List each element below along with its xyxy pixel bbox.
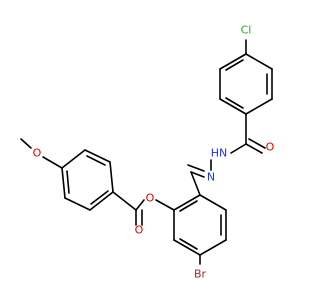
amide-c-n-bond <box>230 143 247 154</box>
ester-oxygen-atom: O <box>146 192 155 205</box>
o-methyl-bond <box>20 138 32 149</box>
aromatic-double-bond <box>66 170 70 194</box>
chlorophenyl-ring <box>219 53 273 115</box>
aromatic-double-bond <box>86 155 106 166</box>
bromophenyl-ring <box>173 194 227 256</box>
bond <box>173 194 201 211</box>
bond <box>61 167 66 199</box>
imine-c-n-double-bond <box>190 171 205 178</box>
bond <box>199 194 227 211</box>
carbonyl-oxygen-atom: O <box>135 224 144 237</box>
amide-oxygen-atom: O <box>266 141 275 154</box>
bond <box>245 53 273 70</box>
bond <box>219 53 247 70</box>
aromatic-double-bond <box>225 97 244 109</box>
bond <box>109 161 114 193</box>
ester-c-ring-bond <box>112 191 137 211</box>
amide-c-o-double-bond <box>248 138 266 149</box>
bromine-atom: Br <box>194 268 207 281</box>
imine-c-n-double-bond <box>187 164 205 172</box>
imine-nitrogen-atom: N <box>207 171 215 184</box>
aryl-o-bond <box>155 199 175 211</box>
bond <box>61 149 86 169</box>
aromatic-double-bond <box>179 200 198 212</box>
bond <box>89 191 114 211</box>
amide-c-o-double-bond <box>245 143 263 154</box>
bond <box>219 98 247 115</box>
chemical-structure: Cl O HN N O O O Br <box>20 24 275 281</box>
methoxy-oxygen-atom: O <box>33 147 42 160</box>
ester-o-c-bond <box>135 199 145 211</box>
bond <box>245 98 273 115</box>
methoxyphenyl-ring <box>61 149 114 211</box>
chlorine-atom: Cl <box>241 24 252 37</box>
ring-o-bond <box>42 156 63 169</box>
aromatic-double-bond <box>225 59 244 71</box>
amide-nitrogen-atom: HN <box>211 147 228 160</box>
bond <box>199 239 227 256</box>
aromatic-double-bond <box>90 190 109 205</box>
imine-c-ring-bond <box>190 171 201 196</box>
aromatic-double-bond <box>179 238 198 250</box>
bond <box>64 197 91 211</box>
bond <box>84 149 111 163</box>
bond <box>173 239 201 256</box>
